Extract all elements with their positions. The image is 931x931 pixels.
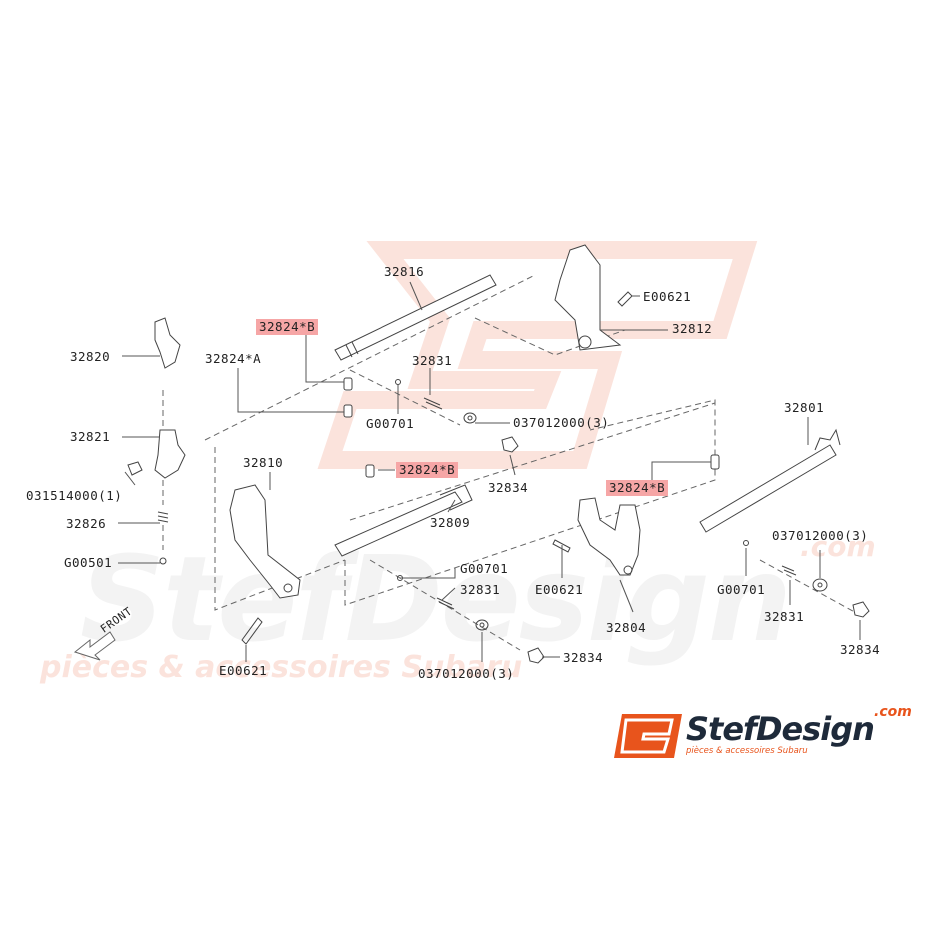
logo-brand: StefDesign bbox=[686, 710, 875, 748]
label-32801: 32801 bbox=[784, 400, 825, 415]
label-32826: 32826 bbox=[66, 516, 107, 531]
label-031514000: 031514000(1) bbox=[26, 488, 123, 503]
label-037012000-top: 037012000(3) bbox=[513, 415, 610, 430]
label-32821: 32821 bbox=[70, 429, 111, 444]
label-g00701-right: G00701 bbox=[717, 582, 766, 597]
logo-com: .com bbox=[874, 704, 912, 720]
label-g00501: G00501 bbox=[64, 555, 113, 570]
logo-tagline: pièces & accessoires Subaru bbox=[686, 746, 808, 756]
label-32810: 32810 bbox=[243, 455, 284, 470]
label-e00621-bottom: E00621 bbox=[219, 663, 268, 678]
label-32824-b-top: 32824*B bbox=[256, 319, 319, 335]
label-g00701-mid: G00701 bbox=[460, 561, 509, 576]
label-g00701-top: G00701 bbox=[366, 416, 415, 431]
label-e00621-mid: E00621 bbox=[535, 582, 584, 597]
watermark-tagline: pièces & accessoires Subaru bbox=[40, 650, 523, 685]
label-32824-b-mid: 32824*B bbox=[396, 462, 459, 478]
watermark-brand: StefDesign bbox=[80, 530, 792, 668]
stefdesign-logo: StefDesign .com pièces & accessoires Sub… bbox=[612, 704, 922, 766]
label-32831-mid: 32831 bbox=[460, 582, 501, 597]
label-32812: 32812 bbox=[672, 321, 713, 336]
label-32809: 32809 bbox=[430, 515, 471, 530]
label-32831-right: 32831 bbox=[764, 609, 805, 624]
label-32824-b-right: 32824*B bbox=[606, 480, 669, 496]
label-32824-a: 32824*A bbox=[205, 351, 262, 366]
label-32831-top: 32831 bbox=[412, 353, 453, 368]
label-32834-right: 32834 bbox=[840, 642, 881, 657]
label-037012000-right: 037012000(3) bbox=[772, 528, 869, 543]
label-32820: 32820 bbox=[70, 349, 111, 364]
label-32816: 32816 bbox=[384, 264, 425, 279]
label-32834-top: 32834 bbox=[488, 480, 529, 495]
watermark-com: .com bbox=[800, 530, 876, 563]
label-037012000-bottom: 037012000(3) bbox=[418, 666, 515, 681]
label-e00621-top: E00621 bbox=[643, 289, 692, 304]
label-32834-bottom: 32834 bbox=[563, 650, 604, 665]
label-32804: 32804 bbox=[606, 620, 647, 635]
